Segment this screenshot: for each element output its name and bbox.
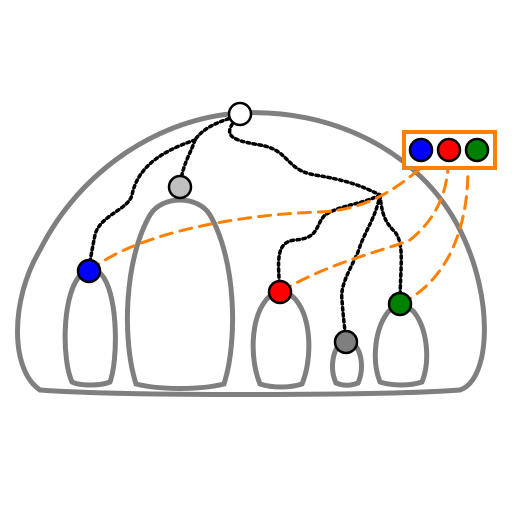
lobe-red xyxy=(250,290,312,390)
outer-region xyxy=(15,110,487,397)
box-swatches xyxy=(408,137,490,163)
tree-edge-junction-to-blue xyxy=(87,138,197,273)
blue-node xyxy=(76,258,102,284)
link-red-to-box xyxy=(278,166,450,294)
lobe-blue xyxy=(62,266,118,388)
box-swatch-blue xyxy=(408,137,434,163)
box-swatch-green xyxy=(464,137,490,163)
link-blue-to-box xyxy=(87,166,423,273)
light-gray-node xyxy=(167,174,193,200)
links xyxy=(87,166,470,306)
tree-edge-junction-to-red xyxy=(276,193,382,294)
root-node xyxy=(227,101,253,127)
nodes xyxy=(76,101,413,355)
tree-edge-junction-to-green xyxy=(378,193,403,306)
tree-edge-root-to-junction-right xyxy=(227,113,382,197)
lobe-light-gray xyxy=(124,197,236,391)
lobe-green xyxy=(372,303,430,388)
red-node xyxy=(267,279,293,305)
tree-edge-junction-to-dark-gray xyxy=(340,193,382,344)
dark-gray-node xyxy=(333,329,359,355)
green-node xyxy=(387,291,413,317)
box-swatch-red xyxy=(436,137,462,163)
link-green-to-box xyxy=(398,166,470,306)
